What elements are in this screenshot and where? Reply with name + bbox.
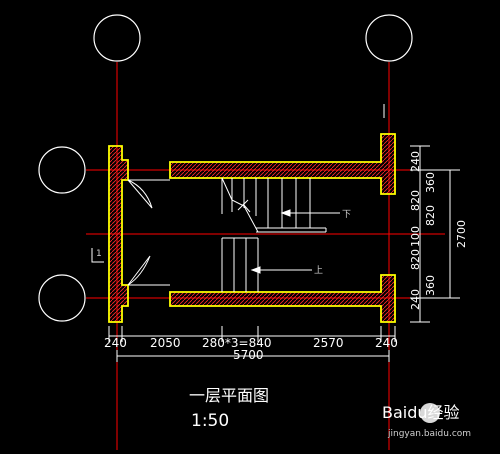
watermark: Baidu经验 jingyan.baidu.com: [382, 403, 471, 439]
dim-right-total: 2700: [455, 220, 468, 248]
dim-bottom-4: 2570: [313, 336, 344, 350]
right-dimension-texts: 240 360 820 820 100 820 240 360 2700: [409, 151, 468, 310]
drawing-scale: 1:50: [191, 411, 229, 431]
right-dimension-lines: [410, 145, 460, 323]
wall-top: [169, 133, 396, 195]
paw-logo-icon: [420, 403, 440, 423]
dim-bottom-3: 280*3=840: [202, 336, 272, 350]
door-swings: [127, 179, 170, 286]
wall-left: [108, 145, 129, 323]
wall-bottom: [169, 274, 396, 323]
dim-bottom-total: 5700: [233, 348, 264, 362]
dim-right-3: 820: [409, 190, 422, 211]
dim-right-8: 360: [424, 275, 437, 296]
stair-treads: [221, 177, 327, 292]
dim-right-5: 100: [409, 226, 422, 247]
stair-arrows: [242, 203, 340, 274]
dim-right-7: 240: [409, 289, 422, 310]
section-mark-label: 1: [96, 249, 102, 259]
dim-bottom-5: 240: [375, 336, 398, 350]
dim-bottom-1: 240: [104, 336, 127, 350]
section-marks: [91, 104, 385, 263]
dim-right-1: 240: [409, 151, 422, 172]
dim-right-4: 820: [424, 205, 437, 226]
watermark-brand: Baidu经验: [382, 403, 460, 422]
bottom-dimension-lines: [108, 326, 396, 362]
dim-right-2: 360: [424, 172, 437, 193]
dim-right-6: 820: [409, 249, 422, 270]
walls: [108, 133, 396, 323]
axis-bubble-left-upper: [38, 146, 86, 194]
stair-label-down: 下: [342, 210, 351, 220]
watermark-url: jingyan.baidu.com: [387, 429, 471, 439]
axis-bubble-top-left: [93, 14, 141, 62]
axis-bubbles: [38, 14, 413, 322]
dim-bottom-2: 2050: [150, 336, 181, 350]
stair-label-up: 上: [314, 265, 323, 276]
axis-bubble-left-lower: [38, 274, 86, 322]
axis-bubble-top-right: [365, 14, 413, 62]
drawing-title: 一层平面图: [189, 386, 269, 405]
